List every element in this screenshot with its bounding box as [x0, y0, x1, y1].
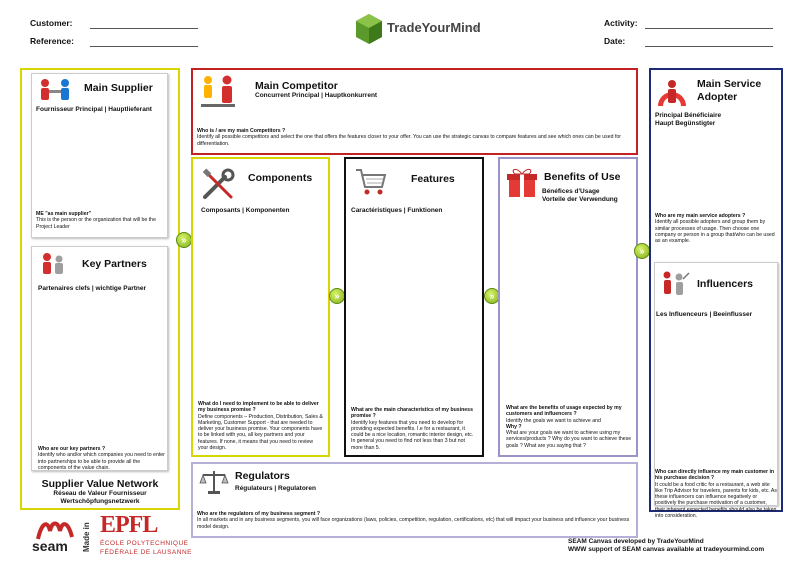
- made-in-label: Made in: [82, 522, 91, 552]
- main-competitor-box[interactable]: Main Competitor Concurrent Principal | H…: [191, 68, 638, 155]
- influencers-subtitle: Les Influenceurs | Beeinflusser: [656, 311, 753, 318]
- date-field[interactable]: [645, 46, 773, 47]
- main-supplier-box[interactable]: Main Supplier Fournisseur Principal | Ha…: [31, 73, 168, 238]
- flow-arrow-icon: »: [329, 288, 345, 304]
- components-subtitle: Composants | Komponenten: [201, 207, 290, 214]
- supplier-network-title: Supplier Value Network: [41, 478, 159, 490]
- key-partners-question-body: Identify who and/or which companies you …: [38, 452, 165, 471]
- footer-credit1: SEAM Canvas developed by TradeYourMind: [568, 538, 704, 545]
- flow-arrow-icon: »: [176, 232, 192, 248]
- main-supplier-subtitle: Fournisseur Principal | Hauptlieferant: [36, 106, 152, 113]
- influencers-question: Who can directly influence my main custo…: [655, 469, 777, 519]
- benefits-sub1: Bénéfices d'Usage: [542, 188, 600, 195]
- main-competitor-subtitle: Concurrent Principal | Hauptkonkurrent: [255, 92, 378, 99]
- partners-people-icon: [43, 253, 63, 274]
- main-supplier-question: ME "as main supplier" This is the person…: [36, 211, 164, 230]
- flow-arrow-icon: »: [634, 243, 650, 259]
- tools-icon: [202, 168, 235, 199]
- key-partners-question-title: Who are our key partners ?: [38, 446, 106, 452]
- benefits-box[interactable]: Benefits of Use Bénéfices d'Usage Vortei…: [498, 157, 638, 457]
- epfl-line1: ÉCOLE POLYTECHNIQUE: [100, 540, 189, 547]
- key-partners-title: Key Partners: [82, 258, 147, 270]
- gift-box-icon: [507, 168, 537, 197]
- supplier-people-icon: [41, 79, 69, 100]
- epfl-line2: FÉDÉRALE DE LAUSANNE: [100, 549, 192, 556]
- main-competitor-question-body: Identify all possible competitors and se…: [197, 134, 621, 147]
- components-question-body: Define components – Production, Distribu…: [198, 413, 323, 452]
- main-competitor-question-title: Who is / are my main Competitors ?: [197, 128, 286, 134]
- benefits-question-body2: What are your goals we want to achieve u…: [506, 430, 632, 449]
- customer-field[interactable]: [90, 28, 198, 29]
- regulators-question-title: Who are the regulators of my business se…: [197, 511, 321, 517]
- influencers-people-icon: [663, 271, 690, 295]
- regulators-title: Regulators: [235, 470, 290, 482]
- components-box[interactable]: Components Composants | Komponenten What…: [191, 157, 330, 457]
- scales-icon: [199, 471, 229, 494]
- customer-label: Customer:: [30, 18, 73, 28]
- benefits-title: Benefits of Use: [544, 171, 621, 183]
- brand-suffix: .com: [469, 26, 480, 32]
- adopter-question: Who are my main service adopters ? Ident…: [655, 213, 779, 244]
- supplier-network-sub2: Wertschöpfungsnetzwerk: [60, 498, 140, 505]
- regulators-question-body: In all markets and in any business segme…: [197, 517, 630, 530]
- adopter-sub2: Haupt Begünstigter: [655, 120, 716, 127]
- main-competitor-title: Main Competitor: [255, 80, 338, 92]
- main-competitor-question: Who is / are my main Competitors ? Ident…: [197, 128, 633, 147]
- features-question: What are the main characteristics of my …: [351, 407, 476, 451]
- adopter-title2: Adopter: [697, 91, 738, 103]
- features-subtitle: Caractéristiques | Funktionen: [351, 207, 443, 214]
- reference-label: Reference:: [30, 36, 74, 46]
- adopter-title1: Main Service: [697, 78, 762, 90]
- features-question-body: Identify key features that you need to d…: [351, 419, 474, 451]
- adopter-question-body: Identify all possible adopters and group…: [655, 219, 775, 245]
- brand-name: TradeYourMind: [387, 20, 481, 35]
- supplier-network-sub1: Réseau de Valeur Fournisseur: [53, 490, 147, 497]
- benefits-question-why: Why ?: [506, 423, 522, 430]
- cube-logo-icon: [356, 14, 382, 44]
- influencers-title: Influencers: [697, 278, 754, 290]
- competitor-figures-icon: [201, 75, 235, 107]
- brand-logo: TradeYourMind .com: [355, 13, 485, 45]
- adopter-question-title: Who are my main service adopters ?: [655, 213, 746, 219]
- benefits-sub2: Vorteile der Verwendung: [542, 196, 618, 203]
- main-supplier-question-title: ME "as main supplier": [36, 211, 92, 217]
- influencers-question-body: It could be a food critic for a restaura…: [655, 481, 777, 520]
- adopter-sub1: Principal Bénéficiaire: [655, 112, 722, 119]
- key-partners-subtitle: Partenaires clefs | wichtige Partner: [38, 285, 147, 292]
- benefits-question: What are the benefits of usage expected …: [506, 405, 634, 449]
- main-supplier-title: Main Supplier: [84, 82, 153, 94]
- components-title: Components: [248, 172, 313, 184]
- shopping-cart-icon: [356, 169, 387, 195]
- epfl-logo: EPFL: [100, 512, 158, 538]
- key-partners-box[interactable]: Key Partners Partenaires clefs | wichtig…: [31, 246, 168, 471]
- activity-label: Activity:: [604, 18, 638, 28]
- adopter-figure-icon: [658, 80, 686, 106]
- regulators-subtitle: Régulateurs | Regulatoren: [235, 485, 316, 492]
- influencers-question-title: Who can directly influence my main custo…: [655, 469, 775, 482]
- components-question: What do I need to implement to be able t…: [198, 401, 323, 451]
- activity-field[interactable]: [645, 28, 773, 29]
- features-question-title: What are the main characteristics of my …: [351, 407, 473, 420]
- benefits-question-title: What are the benefits of usage expected …: [506, 405, 622, 418]
- benefits-question-body1: Identify the goals we want to achieve an…: [506, 417, 601, 424]
- features-box[interactable]: Features Caractéristiques | Funktionen W…: [344, 157, 484, 457]
- seam-logo: seam: [32, 538, 68, 554]
- main-supplier-question-body: This is the person or the organization t…: [36, 217, 156, 230]
- regulators-question: Who are the regulators of my business se…: [197, 511, 633, 530]
- features-title: Features: [411, 173, 455, 185]
- footer-credit2: WWW support of SEAM canvas available at …: [568, 546, 765, 553]
- seam-logo-icon: [36, 521, 74, 540]
- regulators-box[interactable]: Regulators Régulateurs | Regulatoren Who…: [191, 462, 638, 538]
- components-question-title: What do I need to implement to be able t…: [198, 401, 319, 414]
- date-label: Date:: [604, 36, 626, 46]
- influencers-box[interactable]: Influencers Les Influenceurs | Beeinflus…: [654, 262, 778, 519]
- reference-field[interactable]: [90, 46, 198, 47]
- key-partners-question: Who are our key partners ? Identify who …: [38, 446, 166, 471]
